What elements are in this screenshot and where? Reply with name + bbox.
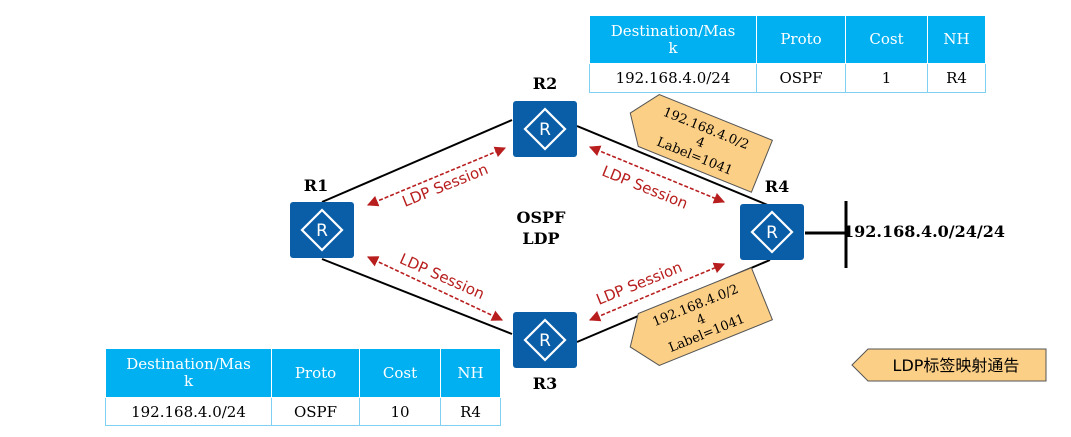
router-icon — [288, 200, 356, 260]
ldp-session-arrow-r1-r2 — [366, 146, 507, 207]
table-header-row: Destination/Mas k Proto Cost NH — [105, 348, 501, 398]
cell-nh: R4 — [440, 397, 501, 426]
header-destination: Destination/Mas k — [589, 15, 757, 64]
header-cost: Cost — [359, 348, 441, 398]
network-prefix-label: 192.168.4.0/24/24 — [843, 222, 1005, 241]
router-r2: R2 — [511, 74, 579, 159]
cell-proto: OSPF — [756, 63, 846, 93]
router-icon — [511, 99, 579, 159]
routing-table-r2: Destination/Mas k Proto Cost NH 192.168.… — [589, 15, 986, 93]
ldp-session-arrow-r2-r4 — [588, 145, 726, 204]
table-row: 192.168.4.0/24 OSPF 10 R4 — [105, 397, 501, 426]
header-proto: Proto — [756, 15, 846, 64]
ldp-session-arrow-r1-r3 — [366, 256, 504, 321]
router-icon — [511, 310, 579, 370]
router-name: R4 — [765, 177, 789, 196]
cell-cost: 1 — [845, 63, 928, 93]
legend-flag — [851, 348, 1047, 382]
legend-text: LDP标签映射通告 — [893, 356, 1020, 375]
table-row: 192.168.4.0/24 OSPF 1 R4 — [589, 63, 986, 93]
cell-cost: 10 — [359, 397, 441, 426]
router-r3: R3 — [511, 310, 579, 393]
cell-proto: OSPF — [271, 397, 360, 426]
ldp-session-label-r1-r3: LDP Session — [397, 250, 487, 303]
router-r4: R4 — [738, 177, 806, 262]
router-name: R1 — [304, 176, 328, 195]
legend: LDP标签映射通告 — [851, 348, 1047, 382]
router-icon — [738, 202, 806, 262]
router-name: R3 — [533, 374, 557, 393]
center-label-ldp: LDP — [522, 229, 559, 248]
cell-nh: R4 — [927, 63, 986, 93]
ldp-session-arrow-r3-r4 — [588, 262, 726, 322]
cell-destination: 192.168.4.0/24 — [589, 63, 757, 93]
router-name: R2 — [533, 74, 557, 93]
header-nh: NH — [927, 15, 986, 64]
routing-table-r3: Destination/Mas k Proto Cost NH 192.168.… — [105, 348, 501, 426]
cell-destination: 192.168.4.0/24 — [105, 397, 272, 426]
center-label-ospf: OSPF — [517, 208, 567, 227]
ldp-session-label-r2-r4: LDP Session — [599, 162, 690, 213]
header-nh: NH — [440, 348, 501, 398]
router-r1: R1 — [288, 176, 356, 260]
table-header-row: Destination/Mas k Proto Cost NH — [589, 15, 986, 64]
